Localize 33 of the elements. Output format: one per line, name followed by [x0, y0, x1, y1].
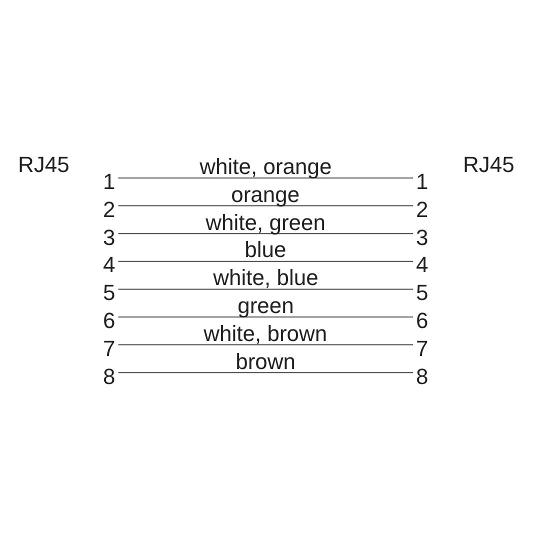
wire-line	[118, 233, 414, 234]
pin-number: 2	[103, 198, 116, 221]
pin-number: 7	[416, 338, 428, 360]
wire-line	[118, 344, 414, 346]
pin-number: 5	[416, 282, 428, 304]
wire-line	[118, 288, 414, 290]
pin-number: 4	[103, 254, 116, 276]
wire-color-label: blue	[244, 239, 286, 262]
wire-color-label: green	[238, 295, 294, 317]
pin-number: 1	[103, 171, 116, 193]
wire-line	[118, 372, 414, 374]
pin-number: 8	[416, 366, 428, 388]
wire-line	[118, 205, 414, 206]
pin-number: 5	[103, 282, 116, 304]
wire-color-label: orange	[231, 184, 300, 206]
wire-line	[118, 260, 414, 262]
wire-color-label: brown	[236, 350, 296, 373]
wire-color-label: white, orange	[200, 156, 332, 178]
wire-line	[118, 316, 414, 318]
wire-color-label: white, blue	[213, 267, 318, 290]
wire-color-label: white, brown	[204, 322, 328, 345]
connector-label: RJ45	[463, 154, 514, 176]
pin-number: 3	[103, 226, 116, 249]
pin-number: 6	[416, 310, 428, 332]
pin-number: 4	[416, 254, 428, 276]
pin-number: 2	[416, 198, 428, 221]
wire-color-label: white, green	[206, 212, 326, 234]
pin-number: 6	[103, 310, 116, 332]
pin-number: 3	[416, 226, 428, 249]
pin-number: 7	[103, 338, 116, 360]
pin-number: 1	[416, 171, 428, 193]
pin-number: 8	[103, 366, 116, 388]
connector-label: RJ45	[18, 154, 70, 176]
